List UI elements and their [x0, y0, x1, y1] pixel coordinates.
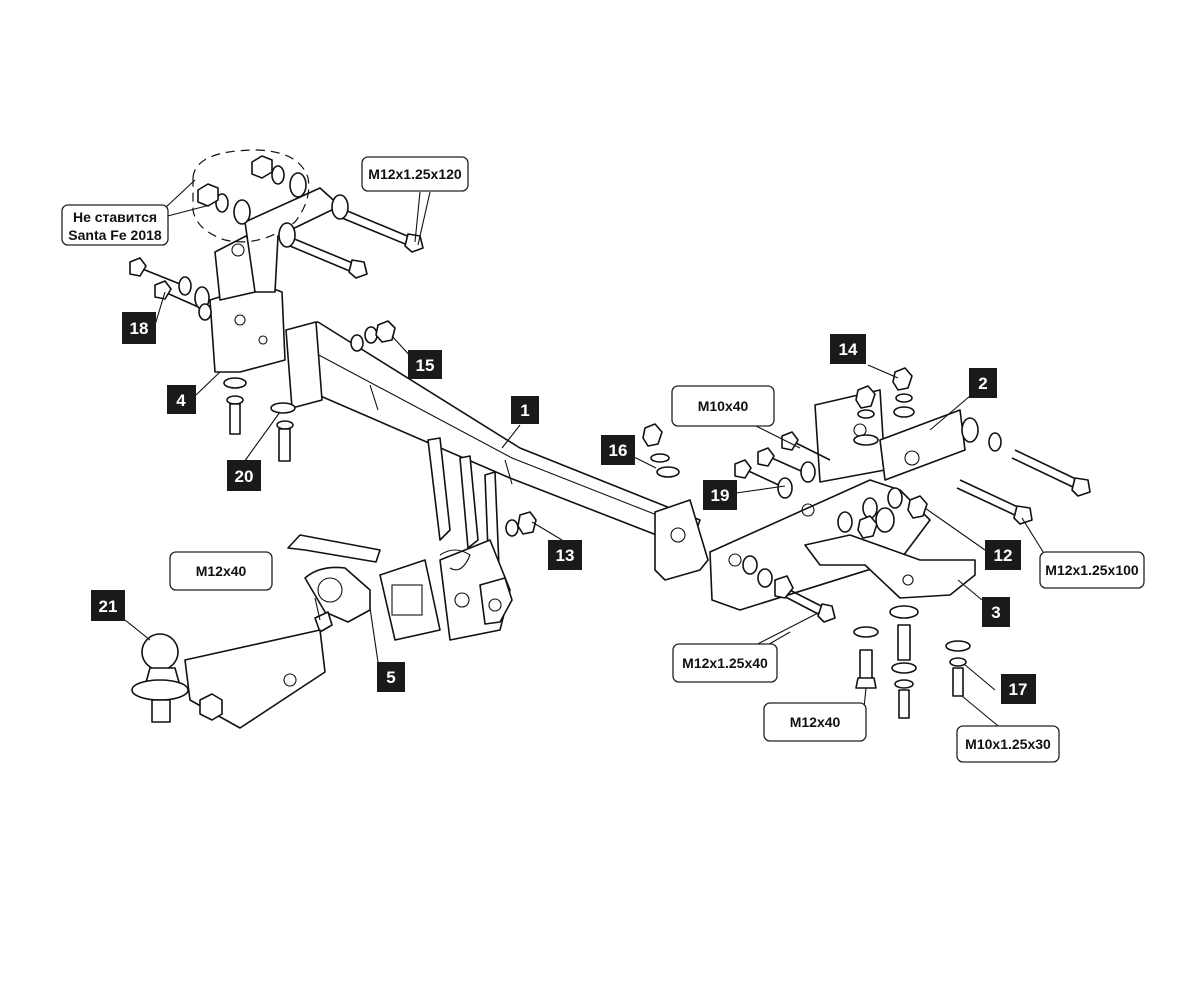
svg-text:21: 21	[99, 597, 118, 616]
callout-m12x125x100: M12x1.25x100	[1039, 551, 1145, 589]
part-number-19: 19	[703, 480, 737, 510]
part-number-12: 12	[985, 540, 1021, 570]
svg-text:5: 5	[386, 668, 395, 687]
callout-m12x125x120: M12x1.25x120	[361, 156, 469, 192]
part-number-15: 15	[408, 350, 442, 379]
svg-text:12: 12	[994, 546, 1013, 565]
callout-label: M12x40	[790, 714, 841, 730]
callout-m12x125x40: M12x1.25x40	[672, 643, 778, 683]
callout-m12x40-left: M12x40	[169, 551, 273, 591]
svg-text:19: 19	[711, 486, 730, 505]
svg-text:16: 16	[609, 441, 628, 460]
socket-bracket	[304, 566, 371, 633]
callout-label: M12x1.25x40	[682, 655, 768, 671]
left-bracket	[209, 187, 341, 373]
part-number-3: 3	[982, 597, 1010, 627]
callout-label: M12x1.25x120	[368, 166, 462, 182]
note-line-2: Santa Fe 2018	[68, 227, 162, 243]
svg-text:13: 13	[556, 546, 575, 565]
svg-text:17: 17	[1009, 680, 1028, 699]
not-installed-outline	[192, 149, 310, 243]
svg-text:14: 14	[839, 340, 858, 359]
svg-text:3: 3	[991, 603, 1000, 622]
note-not-installed: Не ставится Santa Fe 2018	[61, 204, 169, 246]
part-number-2: 2	[969, 368, 997, 398]
callout-label: M10x40	[698, 398, 749, 414]
part-number-17: 17	[1001, 674, 1036, 704]
nut-13	[505, 511, 537, 537]
callout-label: M12x40	[196, 563, 247, 579]
part-number-4: 4	[167, 385, 196, 414]
note-line-1: Не ставится	[73, 209, 157, 225]
nut-16	[642, 423, 680, 478]
part-number-16: 16	[601, 435, 635, 465]
svg-text:18: 18	[130, 319, 149, 338]
svg-text:2: 2	[978, 374, 987, 393]
right-bracket	[709, 367, 1091, 719]
callout-m12x40-bottom: M12x40	[763, 702, 867, 742]
part-number-13: 13	[548, 540, 582, 570]
receiver	[287, 437, 513, 641]
part-number-1: 1	[511, 396, 539, 424]
part-number-18: 18	[122, 312, 156, 344]
callout-label: M12x1.25x100	[1045, 562, 1139, 578]
part-number-14: 14	[830, 334, 866, 364]
svg-text:20: 20	[235, 467, 254, 486]
part-number-20: 20	[227, 460, 261, 491]
callout-m10x125x30: M10x1.25x30	[956, 725, 1060, 763]
svg-text:1: 1	[520, 401, 529, 420]
part-number-5: 5	[377, 662, 405, 692]
part-number-21: 21	[91, 590, 125, 621]
svg-text:15: 15	[416, 356, 435, 375]
crossbeam	[285, 321, 709, 581]
callout-label: M10x1.25x30	[965, 736, 1051, 752]
left-fasteners	[129, 155, 424, 462]
svg-text:4: 4	[176, 391, 186, 410]
callout-m10x40: M10x40	[671, 385, 775, 427]
ball-mount	[131, 629, 326, 729]
